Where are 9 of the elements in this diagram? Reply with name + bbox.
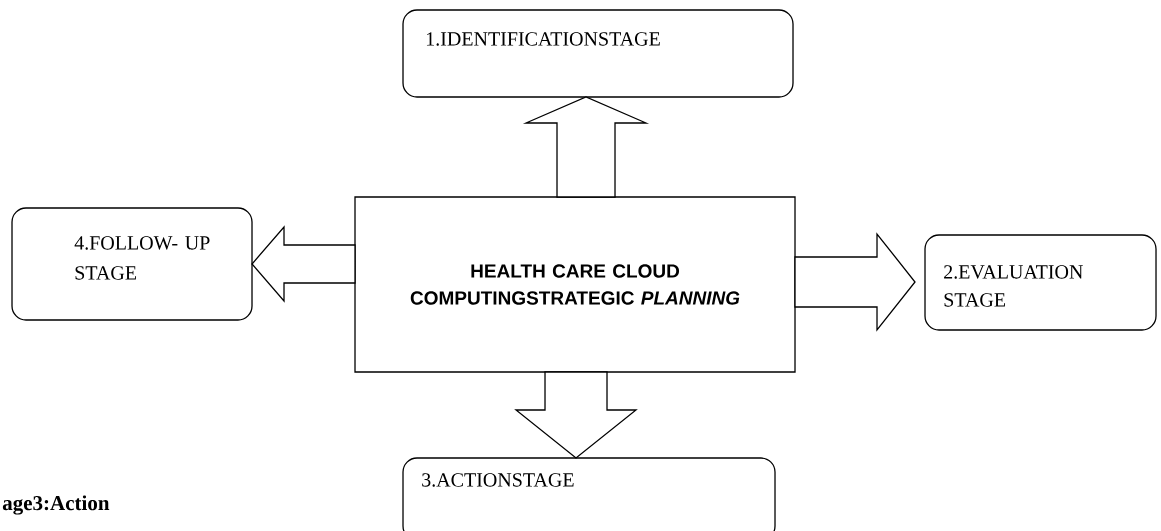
block-arrow	[251, 225, 356, 303]
caption-text: age3:Action	[2, 495, 110, 515]
stage-box: 1.IDENTIFICATIONSTAGE	[402, 9, 794, 98]
block-arrow	[514, 371, 638, 459]
block-arrow	[522, 96, 650, 198]
stage-box: 3.ACTIONSTAGE	[402, 457, 776, 531]
block-arrow	[794, 232, 916, 332]
stage-box: 4.FOLLOW- UP STAGE	[11, 207, 253, 321]
stage-box: 2.EVALUATION STAGE	[924, 234, 1157, 331]
